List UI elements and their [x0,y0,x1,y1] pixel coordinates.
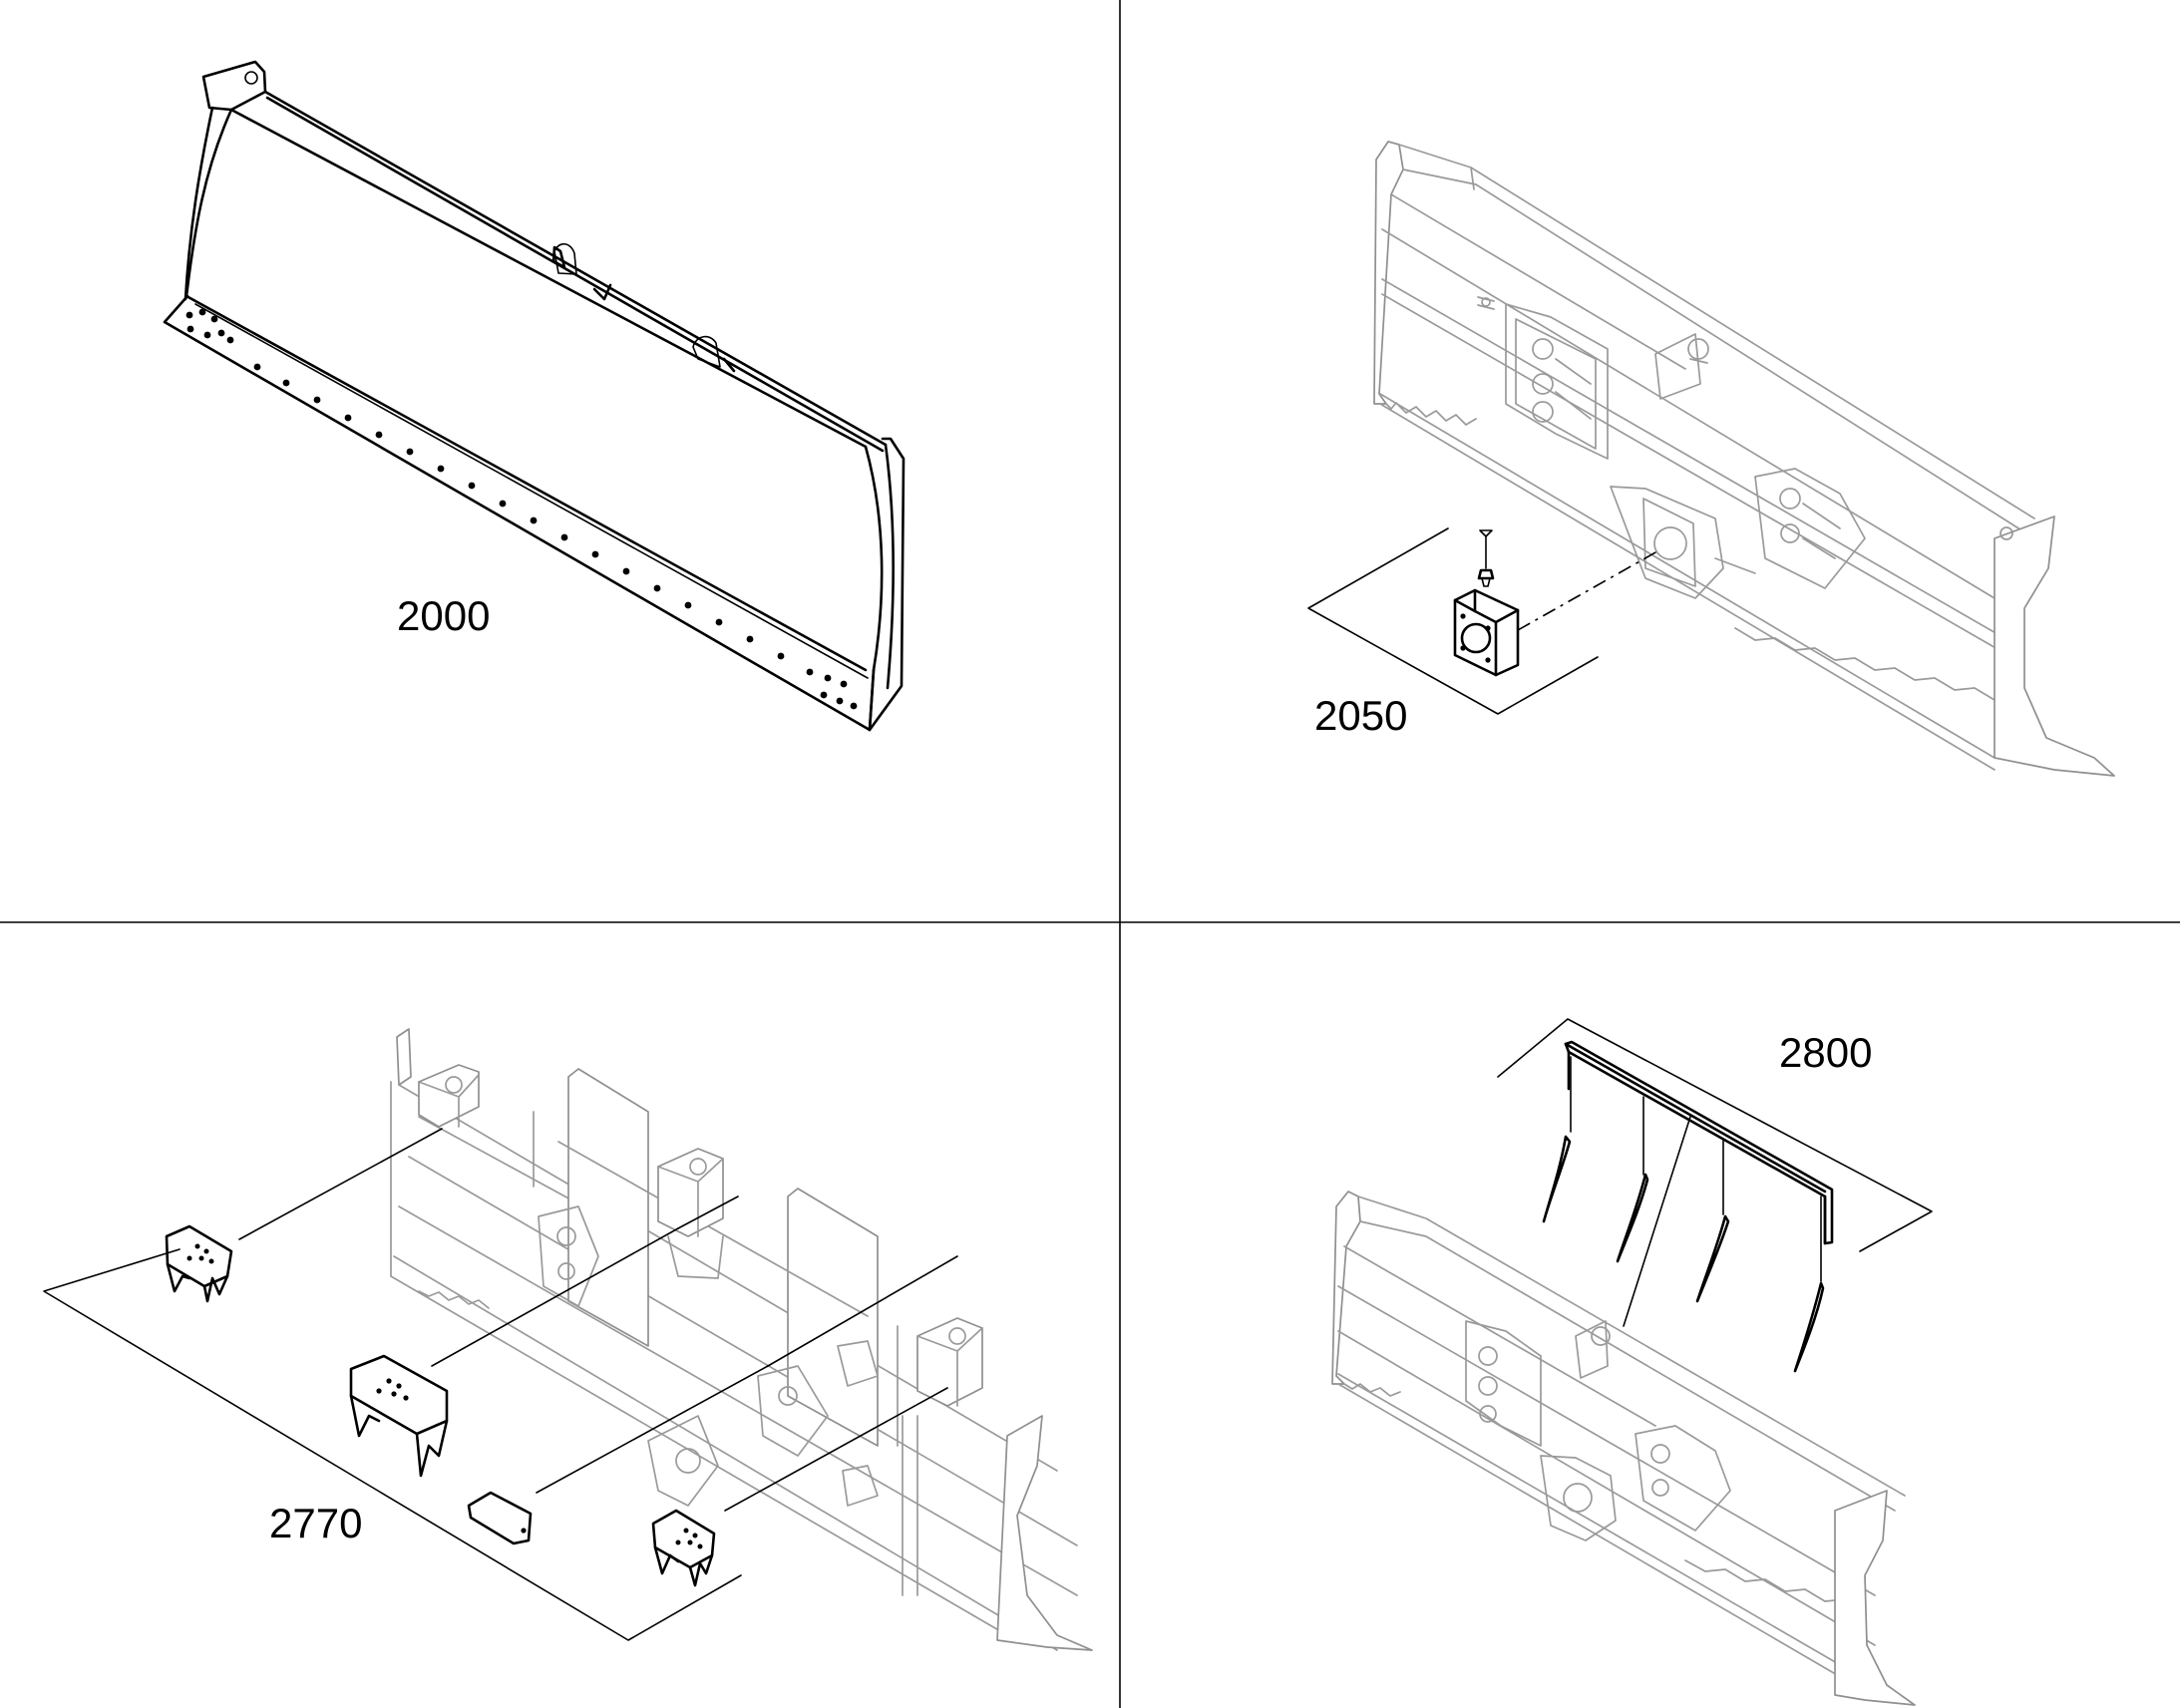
trunnion-bracket-part [1453,529,1658,677]
panel-label-2000: 2000 [397,592,490,639]
blade-background-2800 [1331,1191,1916,1706]
wear-plate-parts [165,1224,716,1587]
panel-label-2770: 2770 [269,1500,362,1546]
cutting-edge-bolt-holes [185,308,858,710]
cutting-edge-part [1542,1040,1834,1373]
blade-background-2050 [1373,141,2115,777]
callout-bracket-2770 [43,1248,742,1641]
panel-label-2050: 2050 [1314,692,1407,739]
panel-blade-assembly: 2000 [163,60,906,732]
callout-bracket-2050 [1307,527,1599,715]
callout-bracket-2800 [1497,1018,1933,1252]
callout-leaders-2770 [238,1128,958,1512]
panel-label-2800: 2800 [1779,1029,1872,1076]
blade-drawing [163,60,906,732]
panel-wear-plates: 2770 [43,1028,1093,1651]
panel-cutting-edge-shims: 2800 [1331,1018,1933,1706]
blade-background-2770 [390,1028,1093,1651]
panel-trunnion-bracket: 2050 [1307,141,2115,777]
